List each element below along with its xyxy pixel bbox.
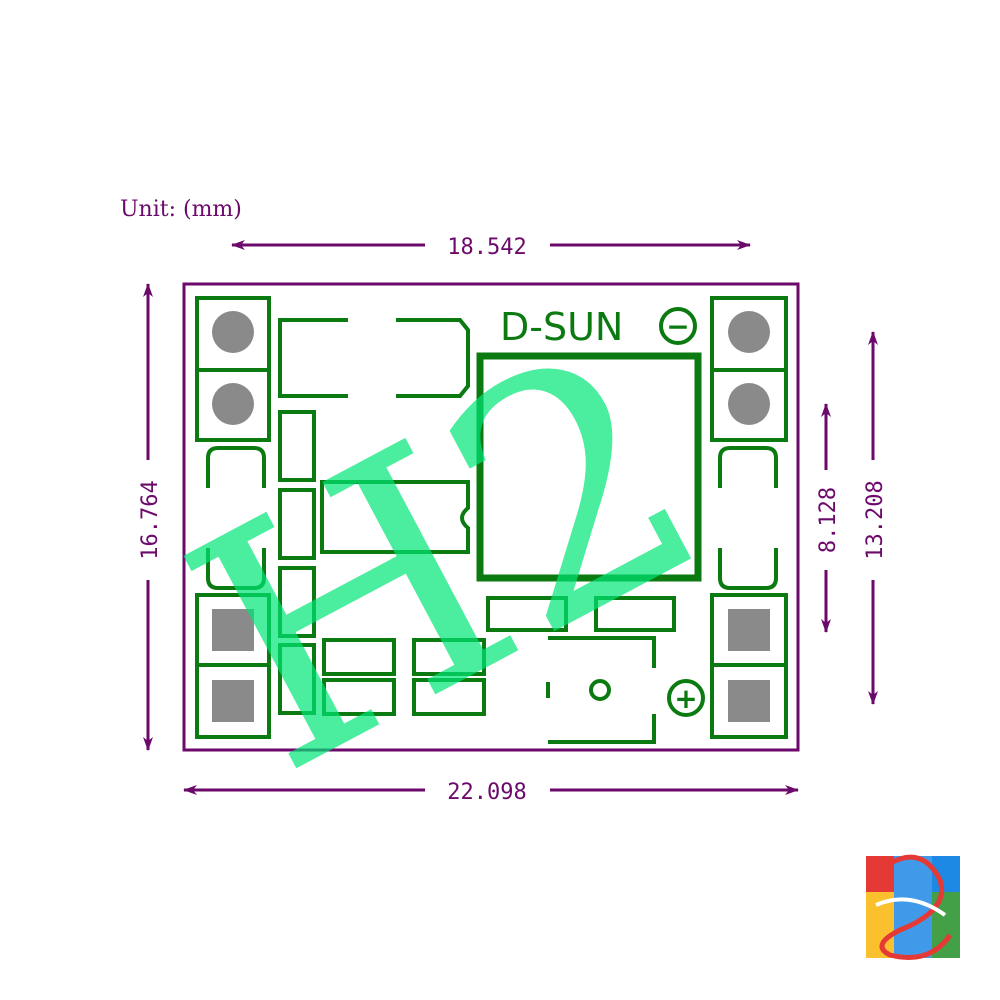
resistor-h4	[322, 678, 396, 716]
minus-circle	[659, 307, 697, 345]
pad-frame-left-bottom	[195, 663, 271, 739]
bracket-left	[206, 446, 266, 590]
pads	[212, 311, 770, 722]
resistor-v4	[278, 643, 316, 715]
plus-symbol: +	[674, 682, 697, 715]
corner-logo	[866, 854, 960, 960]
resistor-v3	[278, 566, 316, 638]
resistor-h3	[322, 638, 396, 676]
potentiometer-hole	[589, 679, 611, 701]
pad-square-left-2	[212, 680, 254, 722]
resistor-h1	[486, 596, 568, 632]
resistor-h5	[412, 638, 486, 676]
pad-frame-right-bottom	[710, 663, 788, 739]
pad-frame-left-2	[195, 368, 271, 442]
dimension-left-label: 16.764	[138, 480, 163, 559]
pad-round-left-1	[212, 311, 254, 353]
resistor-v1	[278, 410, 316, 482]
silkscreen-layer	[195, 296, 788, 744]
dimension-bottom-label: 22.098	[447, 780, 526, 805]
resistor-v2	[278, 488, 316, 560]
pad-round-right-1	[728, 311, 770, 353]
pad-square-left-1	[212, 609, 254, 651]
dimension-right-outer-label: 13.208	[863, 480, 888, 559]
pad-frame-right-2	[710, 368, 788, 442]
dimension-right-inner-label: 8.128	[816, 487, 841, 553]
resistor-h2	[594, 596, 676, 632]
minus-symbol: −	[666, 310, 689, 343]
pad-round-right-2	[728, 383, 770, 425]
ic-outline	[320, 480, 470, 554]
unit-label: Unit: (mm)	[120, 197, 242, 222]
resistor-h6	[412, 678, 486, 716]
plus-circle	[667, 679, 705, 717]
brand-label: D-SUN	[500, 305, 623, 349]
pad-square-right-1	[728, 609, 770, 651]
pad-square-right-2	[728, 680, 770, 722]
inductor-outline	[476, 352, 702, 582]
board-outline	[182, 282, 800, 752]
pad-round-left-2	[212, 383, 254, 425]
capacitor-outline	[278, 318, 470, 398]
potentiometer-outline	[546, 636, 656, 744]
dimension-top-label: 18.542	[447, 235, 526, 260]
bracket-right	[718, 446, 778, 590]
